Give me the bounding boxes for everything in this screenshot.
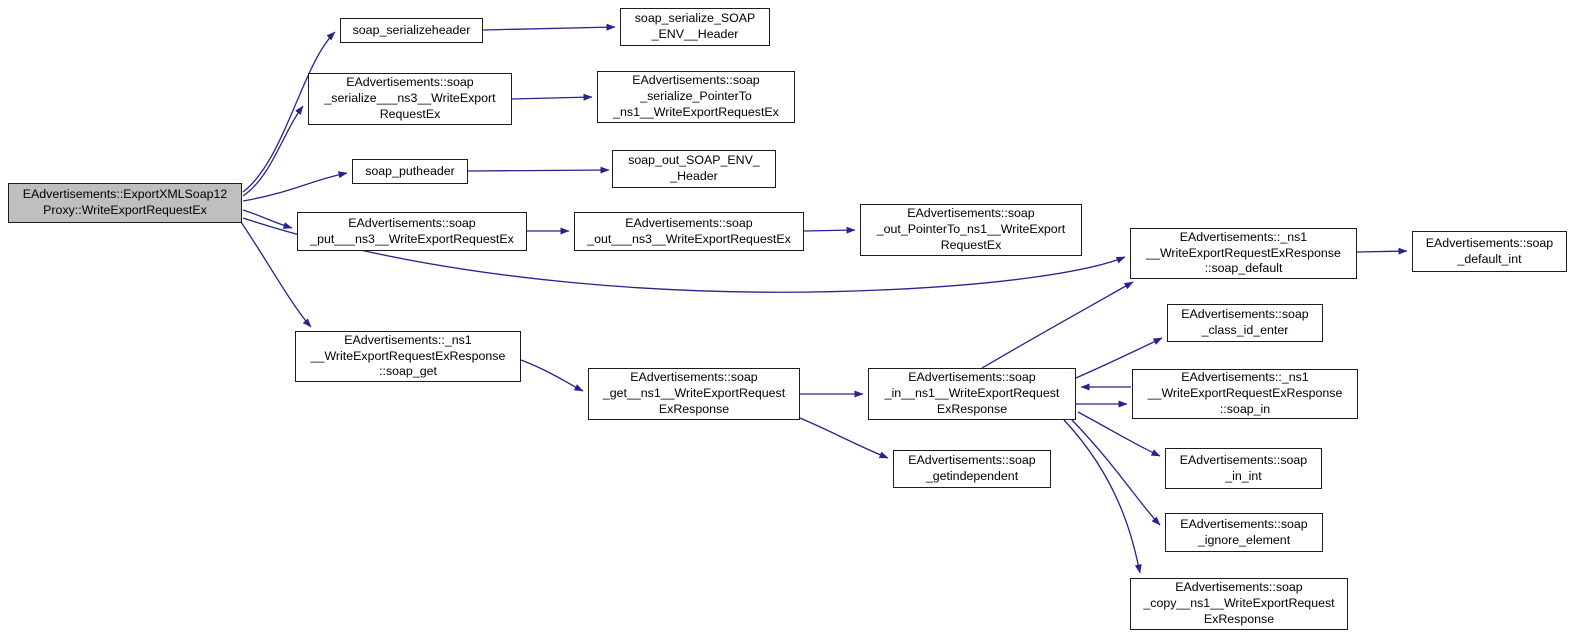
node-soap-serializeheader[interactable]: soap_serializeheader <box>340 18 483 43</box>
node-soap-ignore-element[interactable]: EAdvertisements::soap _ignore_element <box>1165 513 1323 552</box>
edge-soap-default-to-default-int <box>1356 247 1408 255</box>
edge-soap-get-to-get-ns1 <box>520 359 584 392</box>
edge-in-ns1-to-soap-default <box>981 281 1134 369</box>
node-soap-getindependent[interactable]: EAdvertisements::soap _getindependent <box>893 450 1051 488</box>
node-soap-get-ns1-write-export-request-ex-response[interactable]: EAdvertisements::soap _get__ns1__WriteEx… <box>588 368 800 420</box>
edge-in-ns1-to-copy-ns1 <box>1063 419 1142 574</box>
node-soap-copy-ns1-write-export-request-ex-response[interactable]: EAdvertisements::soap _copy__ns1__WriteE… <box>1130 578 1348 630</box>
edge-root-to-soap-putheader <box>242 171 348 202</box>
node-soap-in-ns1-write-export-request-ex-response[interactable]: EAdvertisements::soap _in__ns1__WriteExp… <box>868 368 1076 420</box>
edge-root-to-serialize-ns3 <box>242 105 304 197</box>
edge-serialize-ns3-to-serialize-pointerto <box>511 93 593 101</box>
node-soap-out-soap-env-header[interactable]: soap_out_SOAP_ENV_ _Header <box>612 150 776 188</box>
node-ns1-write-export-request-ex-response-soap-get[interactable]: EAdvertisements::_ns1 __WriteExportReque… <box>295 331 521 382</box>
node-soap-putheader[interactable]: soap_putheader <box>352 159 468 184</box>
edge-in-ns1-to-class-id-enter <box>1075 337 1163 379</box>
edge-root-to-soap-serializeheader <box>242 31 336 193</box>
node-ns1-write-export-request-ex-response-soap-in[interactable]: EAdvertisements::_ns1 __WriteExportReque… <box>1132 369 1358 419</box>
edge-root-to-put-ns3 <box>242 209 293 229</box>
node-soap-put-ns3-write-export-request-ex[interactable]: EAdvertisements::soap _put___ns3__WriteE… <box>297 212 527 251</box>
edge-out-ns3-to-out-pointerto <box>803 226 856 234</box>
node-export-xml-soap12-proxy-write-export-request-ex: EAdvertisements::ExportXMLSoap12 Proxy::… <box>8 183 242 223</box>
edge-root-to-soap-default <box>242 217 1126 293</box>
edge-get-ns1-to-getindependent <box>799 417 889 459</box>
node-soap-default-int[interactable]: EAdvertisements::soap _default_int <box>1412 231 1567 272</box>
node-soap-serialize-pointerto-ns1-write-export-request-ex[interactable]: EAdvertisements::soap _serialize_Pointer… <box>597 71 795 123</box>
edge-serializeheader-to-serialize-soap-env-header <box>482 23 616 31</box>
node-soap-out-ns3-write-export-request-ex[interactable]: EAdvertisements::soap _out___ns3__WriteE… <box>574 212 804 251</box>
node-ns1-write-export-request-ex-response-soap-default[interactable]: EAdvertisements::_ns1 __WriteExportReque… <box>1130 228 1357 279</box>
node-soap-class-id-enter[interactable]: EAdvertisements::soap _class_id_enter <box>1167 304 1323 342</box>
node-soap-out-pointerto-ns1-write-export-request-ex[interactable]: EAdvertisements::soap _out_PointerTo_ns1… <box>860 204 1082 256</box>
edge-in-ns1-to-in-int <box>1077 411 1161 457</box>
edge-root-to-soap-get <box>240 221 312 328</box>
node-soap-serialize-soap-env-header[interactable]: soap_serialize_SOAP _ENV__Header <box>620 8 770 46</box>
edge-in-ns1-to-ignore-element <box>1071 419 1161 526</box>
node-soap-in-int[interactable]: EAdvertisements::soap _in_int <box>1165 448 1322 489</box>
node-soap-serialize-ns3-write-export-request-ex[interactable]: EAdvertisements::soap _serialize___ns3__… <box>308 73 512 125</box>
edge-putheader-to-out-soap-env-header <box>467 166 610 174</box>
